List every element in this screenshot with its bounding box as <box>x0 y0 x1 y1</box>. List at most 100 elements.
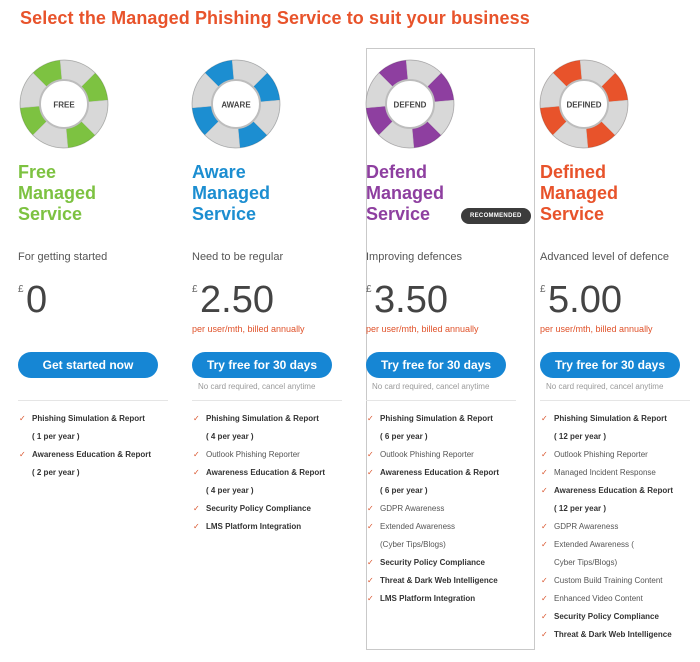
plan-tagline: Need to be regular <box>192 251 284 263</box>
feature-text: Security Policy Compliance <box>380 558 485 567</box>
feature-list: ✓ Phishing Simulation & Report ( 12 per ye… <box>540 410 700 644</box>
check-icon: ✓ <box>19 450 26 459</box>
feature-item: ✓ Outlook Phishing Reporter <box>540 446 700 464</box>
check-icon: ✓ <box>541 450 548 459</box>
check-icon: ✓ <box>541 576 548 585</box>
feature-text: ( 4 per year ) <box>206 432 254 441</box>
price-amount: 5.00 <box>548 279 622 321</box>
feature-item: ✓Awareness Education & Report <box>192 464 352 482</box>
feature-text: ( 1 per year ) <box>32 432 80 441</box>
check-icon: ✓ <box>193 450 200 459</box>
price-period: per user/mth, billed annually <box>540 324 653 334</box>
feature-item: ( 12 per year ) <box>540 500 700 518</box>
feature-text: ( 6 per year ) <box>380 486 428 495</box>
feature-text: Threat & Dark Web Intelligence <box>554 630 672 639</box>
feature-text: ( 2 per year ) <box>32 468 80 477</box>
cta-note: No card required, cancel anytime <box>372 382 490 391</box>
plan-tagline: For getting started <box>18 251 108 263</box>
feature-item: Cyber Tips/Blogs) <box>540 554 700 572</box>
cta-note: No card required, cancel anytime <box>546 382 664 391</box>
ring-label: FREE <box>53 101 75 110</box>
price-period: per user/mth, billed annually <box>366 324 479 334</box>
feature-item: ✓ Security Policy Compliance <box>366 554 526 572</box>
feature-item: ✓ LMS Platform Integration <box>366 590 526 608</box>
feature-text: Outlook Phishing Reporter <box>554 450 648 459</box>
check-icon: ✓ <box>367 522 374 531</box>
feature-item: ✓ Threat & Dark Web Intelligence <box>540 626 700 644</box>
feature-text: Outlook Phishing Reporter <box>206 450 300 459</box>
feature-text: Phishing Simulation & Report <box>380 414 493 423</box>
feature-item: ✓ Enhanced Video Content <box>540 590 700 608</box>
feature-item: ✓GDPR Awareness <box>540 518 700 536</box>
cta-button[interactable]: Try free for 30 days <box>540 352 680 378</box>
cta-button[interactable]: Try free for 30 days <box>366 352 506 378</box>
feature-text: LMS Platform Integration <box>206 522 302 531</box>
plan-tagline: Improving defences <box>366 251 462 263</box>
feature-item: ( 1 per year ) <box>18 428 178 446</box>
check-icon: ✓ <box>541 630 548 639</box>
feature-item: ✓ Custom Build Training Content <box>540 572 700 590</box>
check-icon: ✓ <box>541 414 548 423</box>
plan-name-line: Managed <box>366 183 445 203</box>
ring-label: DEFINED <box>566 101 601 110</box>
feature-text: ( 12 per year ) <box>554 432 607 441</box>
check-icon: ✓ <box>541 540 548 549</box>
feature-text: LMS Platform Integration <box>380 594 476 603</box>
feature-item: ✓Extended Awareness <box>366 518 526 536</box>
feature-item: ( 4 per year ) <box>192 482 352 500</box>
check-icon: ✓ <box>541 612 548 621</box>
check-icon: ✓ <box>193 504 200 513</box>
feature-item: ✓Phishing Simulation & Report <box>18 410 178 428</box>
divider <box>18 400 168 401</box>
check-icon: ✓ <box>367 558 374 567</box>
feature-text: Phishing Simulation & Report <box>554 414 667 423</box>
feature-text: Managed Incident Response <box>554 468 656 477</box>
feature-item: ✓ Security Policy Compliance <box>192 500 352 518</box>
feature-text: (Cyber Tips/Blogs) <box>380 540 446 549</box>
divider <box>192 400 342 401</box>
lifebuoy-icon: AWARE <box>190 58 282 150</box>
feature-item: ✓LMS Platform Integration <box>192 518 352 536</box>
feature-item: ✓ Outlook Phishing Reporter <box>192 446 352 464</box>
price-amount: 0 <box>26 279 48 321</box>
feature-item: ✓Outlook Phishing Reporter <box>366 446 526 464</box>
feature-text: ( 4 per year ) <box>206 486 254 495</box>
check-icon: ✓ <box>367 468 374 477</box>
plan-name-line: Service <box>192 204 257 224</box>
feature-text: Awareness Education & Report <box>206 468 325 477</box>
price-amount: 2.50 <box>200 279 274 321</box>
feature-item: ✓GDPR Awareness <box>366 500 526 518</box>
price-currency: £ <box>540 284 546 295</box>
plan-name-line: Defined <box>540 162 607 182</box>
price-period: per user/mth, billed annually <box>192 324 305 334</box>
check-icon: ✓ <box>367 504 374 513</box>
recommended-badge: RECOMMENDED <box>461 208 531 224</box>
feature-text: Extended Awareness ( <box>554 540 634 549</box>
feature-item: ✓Threat & Dark Web Intelligence <box>366 572 526 590</box>
feature-text: Enhanced Video Content <box>554 594 643 603</box>
cta-note: No card required, cancel anytime <box>198 382 316 391</box>
check-icon: ✓ <box>367 594 374 603</box>
feature-text: Security Policy Compliance <box>206 504 311 513</box>
plan-name-line: Free <box>18 162 57 182</box>
plan-name-line: Service <box>366 204 431 224</box>
feature-text: Custom Build Training Content <box>554 576 663 585</box>
cta-button[interactable]: Get started now <box>18 352 158 378</box>
feature-item: (Cyber Tips/Blogs) <box>366 536 526 554</box>
lifebuoy-icon: DEFINED <box>538 58 630 150</box>
feature-item: ✓ Extended Awareness ( <box>540 536 700 554</box>
check-icon: ✓ <box>19 414 26 423</box>
feature-item: ✓Awareness Education & Report <box>540 482 700 500</box>
feature-item: ✓Phishing Simulation & Report <box>366 410 526 428</box>
plan-name-line: Managed <box>18 183 97 203</box>
plan-name-line: Service <box>18 204 83 224</box>
cta-button[interactable]: Try free for 30 days <box>192 352 332 378</box>
feature-item: ( 4 per year ) <box>192 428 352 446</box>
feature-item: ( 6 per year ) <box>366 428 526 446</box>
check-icon: ✓ <box>541 594 548 603</box>
feature-list: ✓Phishing Simulation & Report( 4 per yea… <box>192 410 352 536</box>
